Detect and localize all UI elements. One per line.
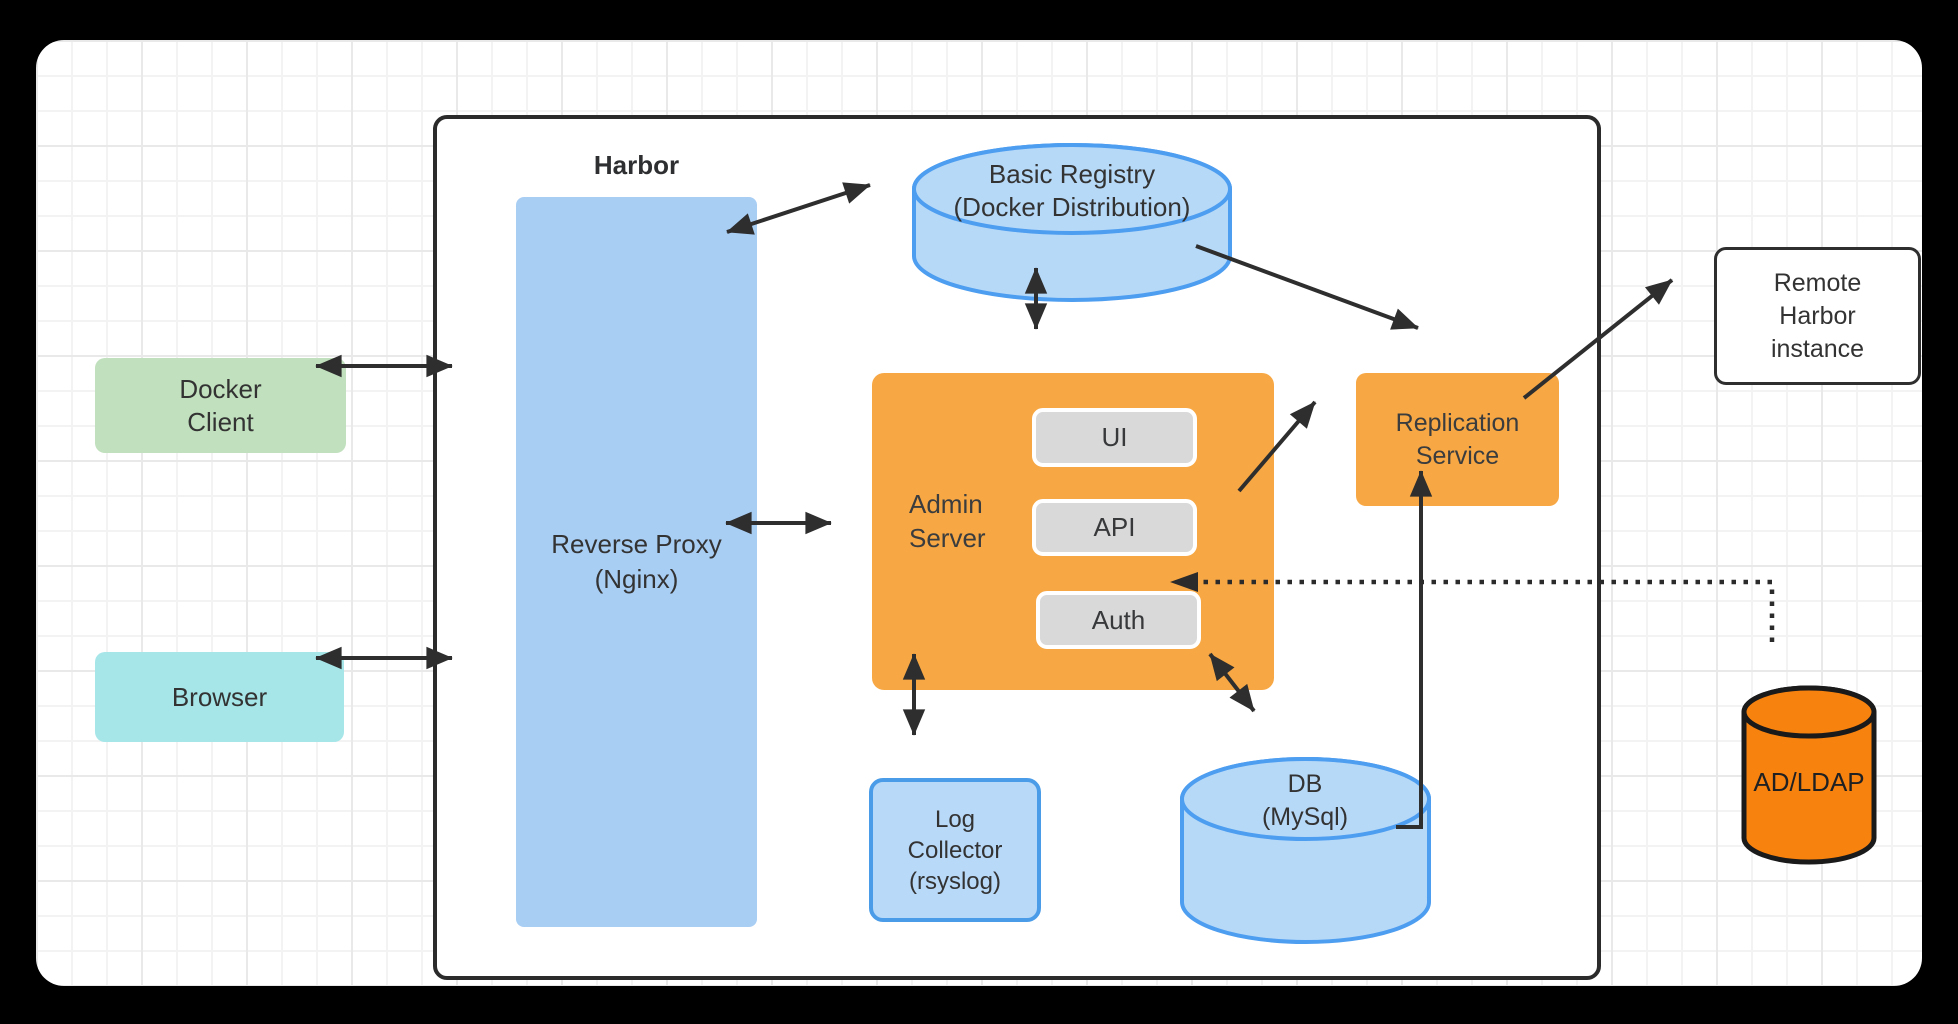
node-api[interactable]: API bbox=[1032, 499, 1197, 556]
node-db-cylinder[interactable] bbox=[1179, 756, 1432, 946]
basic-registry-label: Basic Registry (Docker Distribution) bbox=[953, 159, 1191, 222]
db-label: DB (MySql) bbox=[1261, 770, 1349, 831]
log-collector-label: Log Collector (rsyslog) bbox=[907, 805, 1003, 895]
edge-adldap-auth-dotted[interactable] bbox=[1198, 579, 1775, 642]
cylinder-top bbox=[1741, 685, 1877, 739]
node-replication-service[interactable]: Replication Service bbox=[1356, 373, 1559, 506]
node-remote-harbor-instance[interactable]: Remote Harbor instance bbox=[1714, 247, 1921, 385]
edge-db-replication[interactable] bbox=[1396, 470, 1433, 829]
docker-client-label: Docker Client bbox=[179, 373, 262, 437]
ui-label: UI bbox=[1101, 422, 1128, 452]
node-browser[interactable]: Browser bbox=[95, 652, 344, 742]
edge-replication-remoteharbor[interactable] bbox=[1522, 278, 1674, 400]
edge-adminserver-replication[interactable] bbox=[1237, 400, 1317, 493]
node-auth[interactable]: Auth bbox=[1036, 591, 1201, 649]
admin-server-label: Admin Server bbox=[909, 489, 986, 553]
auth-label: Auth bbox=[1091, 604, 1146, 635]
api-label: API bbox=[1093, 512, 1136, 542]
node-ui[interactable]: UI bbox=[1032, 408, 1197, 467]
ad-ldap-label: AD/LDAP bbox=[1753, 766, 1865, 797]
remote-harbor-label: Remote Harbor instance bbox=[1770, 268, 1865, 363]
cylinder-top bbox=[912, 143, 1232, 235]
cylinder-top bbox=[1180, 757, 1431, 841]
edge-reverseproxy-registry[interactable] bbox=[726, 182, 871, 235]
reverse-proxy-label: Reverse Proxy (Nginx) bbox=[551, 529, 722, 594]
node-ad-ldap-cylinder[interactable] bbox=[1741, 684, 1877, 866]
harbor-container-label: Harbor bbox=[593, 150, 680, 180]
node-docker-client[interactable]: Docker Client bbox=[95, 358, 346, 453]
edge-registry-replication[interactable] bbox=[1195, 244, 1419, 330]
replication-service-label: Replication Service bbox=[1395, 408, 1520, 470]
browser-label: Browser bbox=[171, 681, 268, 712]
edge-adminserver-db[interactable] bbox=[1208, 652, 1256, 713]
node-basic-registry-cylinder[interactable] bbox=[911, 142, 1233, 304]
node-log-collector[interactable]: Log Collector (rsyslog) bbox=[869, 778, 1041, 922]
node-reverse-proxy[interactable]: Reverse Proxy (Nginx) bbox=[516, 197, 757, 927]
whiteboard-canvas: Harbor Docker Client Browser Reverse Pro… bbox=[36, 40, 1922, 986]
